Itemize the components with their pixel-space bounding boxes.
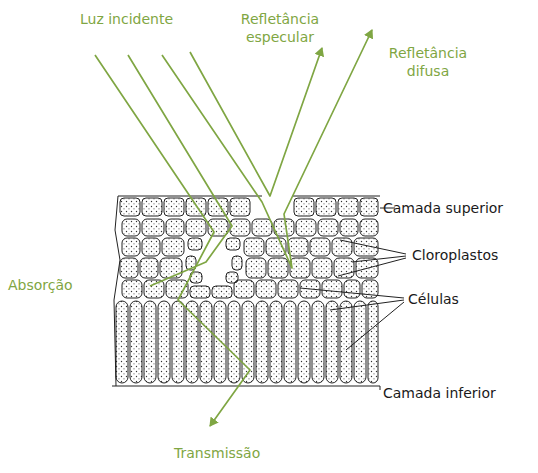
cell bbox=[310, 238, 330, 256]
cell bbox=[158, 301, 170, 383]
cell bbox=[230, 198, 250, 216]
text-label: Cloroplastos bbox=[412, 246, 532, 264]
cell bbox=[312, 258, 332, 278]
cell bbox=[226, 272, 238, 283]
cell bbox=[186, 219, 206, 236]
cell bbox=[360, 219, 378, 236]
leader-lines bbox=[300, 208, 406, 390]
cell bbox=[120, 198, 140, 216]
cell bbox=[144, 280, 164, 298]
cell bbox=[316, 198, 336, 216]
cell bbox=[340, 219, 358, 236]
leader-line bbox=[352, 256, 406, 262]
cell bbox=[200, 301, 212, 383]
cell bbox=[334, 258, 354, 278]
cell bbox=[242, 301, 254, 383]
cell bbox=[142, 238, 160, 256]
cell bbox=[244, 238, 264, 256]
text-label: Refletância especular bbox=[232, 10, 328, 46]
light-rays bbox=[95, 30, 372, 426]
absorbed-ray bbox=[128, 55, 232, 286]
cell bbox=[186, 198, 206, 216]
cell bbox=[234, 280, 254, 298]
cell bbox=[312, 301, 324, 383]
cell bbox=[172, 301, 184, 383]
cell bbox=[142, 198, 162, 216]
cell bbox=[226, 238, 240, 250]
leader-line bbox=[330, 300, 404, 310]
cell bbox=[160, 258, 182, 278]
cell bbox=[122, 280, 142, 298]
cell bbox=[268, 258, 288, 278]
cell bbox=[144, 301, 156, 383]
cell bbox=[288, 238, 308, 256]
cell bbox=[230, 219, 250, 236]
cell bbox=[368, 301, 378, 383]
cell bbox=[290, 258, 310, 278]
cell bbox=[166, 219, 184, 236]
cell bbox=[142, 219, 164, 236]
cell bbox=[318, 219, 338, 236]
cell bbox=[294, 198, 314, 216]
cell bbox=[360, 198, 378, 216]
cell bbox=[232, 256, 242, 270]
cell bbox=[296, 219, 316, 236]
lower-surface bbox=[112, 386, 380, 387]
cell bbox=[338, 198, 358, 216]
cell bbox=[162, 238, 184, 256]
leader-line bbox=[380, 386, 381, 390]
diffuse-ray bbox=[162, 30, 372, 268]
cell bbox=[284, 301, 296, 383]
cell bbox=[122, 219, 140, 236]
leader-line bbox=[346, 302, 404, 350]
text-label: Transmissão bbox=[174, 444, 294, 462]
cell bbox=[278, 280, 298, 298]
cell bbox=[140, 258, 158, 278]
cell bbox=[256, 301, 268, 383]
cell bbox=[164, 198, 184, 216]
leader-line bbox=[338, 258, 406, 276]
leaf-outline bbox=[112, 196, 380, 386]
text-label: Células bbox=[408, 290, 518, 308]
cell bbox=[246, 258, 266, 278]
cell bbox=[256, 280, 276, 298]
text-label: Luz incidente bbox=[80, 10, 200, 28]
palisade-cells bbox=[116, 301, 378, 383]
cell bbox=[190, 286, 210, 298]
leader-line bbox=[300, 288, 404, 298]
transmitted-ray bbox=[95, 55, 250, 426]
text-label: Camada superior bbox=[383, 199, 533, 217]
text-label: Refletância difusa bbox=[380, 44, 476, 80]
cell bbox=[344, 280, 360, 298]
cell bbox=[298, 301, 310, 383]
cell bbox=[322, 280, 342, 298]
cell bbox=[122, 238, 140, 256]
leader-line bbox=[340, 240, 406, 254]
cell bbox=[212, 286, 232, 298]
cell bbox=[188, 238, 202, 250]
cell bbox=[228, 301, 240, 383]
upper-epidermis-cells bbox=[120, 198, 378, 216]
cell bbox=[252, 219, 272, 236]
specular-ray bbox=[190, 48, 322, 196]
cell bbox=[120, 258, 138, 278]
text-label: Camada inferior bbox=[383, 384, 533, 402]
cell bbox=[116, 301, 128, 383]
upper-surface bbox=[292, 196, 380, 197]
cell bbox=[130, 301, 142, 383]
text-label: Absorção bbox=[8, 276, 108, 294]
cell bbox=[270, 301, 282, 383]
spongy-cells bbox=[120, 219, 378, 298]
cell bbox=[326, 301, 338, 383]
cell bbox=[340, 301, 352, 383]
